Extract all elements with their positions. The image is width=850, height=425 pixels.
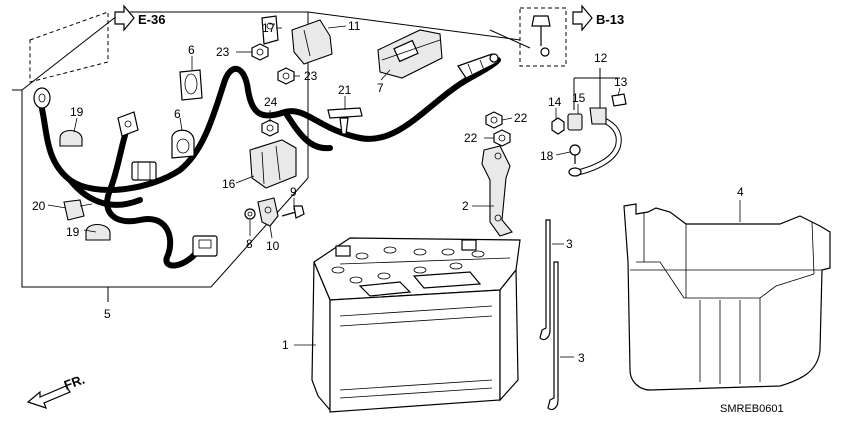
- nut-23-b[interactable]: [277, 67, 295, 85]
- callout-11[interactable]: 11: [348, 19, 361, 33]
- callout-19-lower[interactable]: 19: [66, 225, 80, 239]
- callout-18[interactable]: 18: [540, 149, 554, 163]
- fastener-21[interactable]: [327, 107, 363, 135]
- clip-20[interactable]: [63, 199, 93, 221]
- clip-19-lower[interactable]: [85, 223, 111, 241]
- cable-clamp-12[interactable]: [589, 107, 607, 125]
- callout-5[interactable]: 5: [104, 307, 111, 321]
- sensor-16[interactable]: [249, 139, 297, 189]
- callout-8[interactable]: 8: [246, 237, 253, 251]
- nut-14[interactable]: [551, 117, 565, 135]
- bolt-13[interactable]: [611, 93, 627, 107]
- ref-label-e36[interactable]: E-36: [138, 12, 165, 27]
- callout-7[interactable]: 7: [377, 81, 384, 95]
- ref-arrow-b13[interactable]: [572, 4, 593, 32]
- bolt-b13-box[interactable]: [531, 15, 551, 57]
- fuse-box-7[interactable]: [377, 29, 443, 79]
- harness-terminal-cap[interactable]: [117, 111, 139, 137]
- callout-16[interactable]: 16: [222, 177, 236, 191]
- battery-tray-4[interactable]: [623, 203, 831, 391]
- callout-4[interactable]: 4: [737, 185, 744, 199]
- leader-b13: [307, 11, 531, 49]
- harness-connector-a[interactable]: [131, 161, 157, 181]
- nut-23-a[interactable]: [251, 43, 269, 61]
- ground-cable-12: [568, 68, 622, 177]
- bolt-18[interactable]: [569, 144, 581, 164]
- callout-1[interactable]: 1: [282, 338, 289, 352]
- terminal-10[interactable]: [257, 197, 279, 227]
- nut-22-b[interactable]: [493, 129, 511, 147]
- callout-2[interactable]: 2: [462, 199, 469, 213]
- nut-22-a[interactable]: [485, 111, 503, 129]
- callout-12[interactable]: 12: [594, 51, 608, 65]
- nut-8[interactable]: [244, 208, 256, 220]
- clip-19-upper[interactable]: [59, 129, 83, 147]
- front-direction-label: FR.: [62, 372, 87, 393]
- callout-19-upper[interactable]: 19: [70, 105, 84, 119]
- cable-terminal-15[interactable]: [567, 113, 583, 131]
- callout-17[interactable]: 17: [262, 21, 276, 35]
- ref-label-b13[interactable]: B-13: [596, 12, 624, 27]
- callout-9[interactable]: 9: [290, 185, 297, 199]
- battery-harness-wire: [37, 57, 501, 269]
- callout-23-a[interactable]: 23: [216, 45, 230, 59]
- callout-6-upper[interactable]: 6: [188, 43, 195, 57]
- terminal-cover-11[interactable]: [291, 19, 333, 65]
- harness-junction[interactable]: [457, 53, 499, 79]
- callout-13[interactable]: 13: [614, 75, 628, 89]
- harness-terminal-left[interactable]: [33, 87, 51, 109]
- callout-10[interactable]: 10: [266, 239, 280, 253]
- callout-20[interactable]: 20: [32, 199, 46, 213]
- hold-down-rod-3-a[interactable]: [539, 219, 551, 341]
- callout-3-lower[interactable]: 3: [578, 351, 585, 365]
- callout-22-a[interactable]: 22: [514, 111, 528, 125]
- callout-3-upper[interactable]: 3: [566, 237, 573, 251]
- callout-21[interactable]: 21: [338, 83, 352, 97]
- hold-down-bracket-2[interactable]: [481, 145, 513, 237]
- callout-14[interactable]: 14: [548, 95, 562, 109]
- harness-connector-b[interactable]: [192, 235, 218, 257]
- nut-24[interactable]: [261, 119, 279, 137]
- ref-box-b13: [519, 7, 567, 67]
- ref-box-e36: [29, 11, 109, 83]
- callout-6-lower[interactable]: 6: [174, 107, 181, 121]
- callout-22-b[interactable]: 22: [464, 131, 478, 145]
- clamp-6-lower[interactable]: [171, 129, 195, 159]
- bracket-17[interactable]: [261, 15, 279, 45]
- hold-down-rod-3-b[interactable]: [547, 261, 559, 411]
- clamp-6-upper[interactable]: [179, 69, 203, 101]
- leader-lines: [47, 25, 741, 358]
- diagram-code: SMREB0601: [720, 403, 784, 415]
- bolt-9[interactable]: [281, 205, 305, 219]
- callout-15[interactable]: 15: [572, 91, 586, 105]
- callout-24[interactable]: 24: [264, 95, 278, 109]
- battery-1[interactable]: [311, 237, 521, 413]
- ref-arrow-e36[interactable]: [114, 4, 135, 32]
- front-direction-arrow-icon: [26, 385, 71, 409]
- callout-23-b[interactable]: 23: [304, 69, 318, 83]
